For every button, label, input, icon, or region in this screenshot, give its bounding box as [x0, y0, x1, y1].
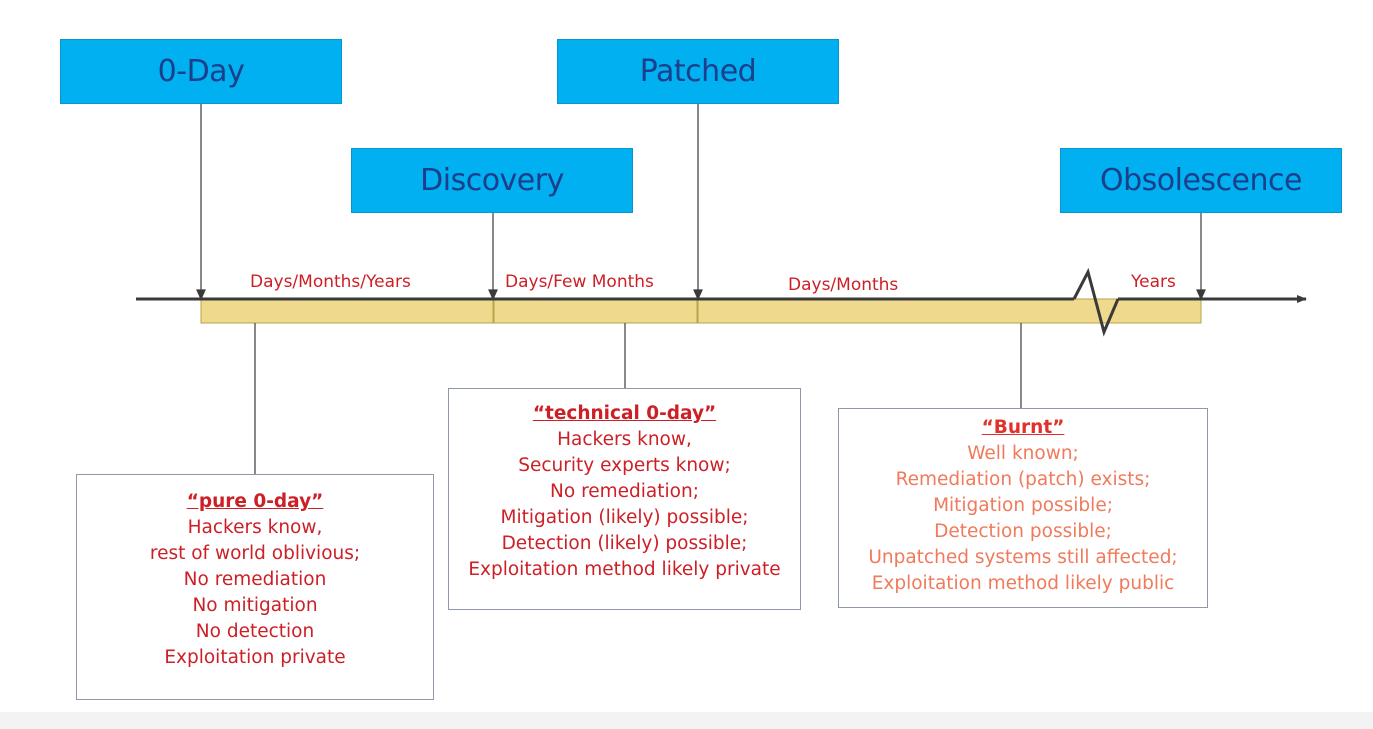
- phase-box-pure-0day: “pure 0-day” Hackers know, rest of world…: [76, 474, 434, 700]
- phase-line: Mitigation possible;: [933, 495, 1113, 516]
- milestone-obsolescence: Obsolescence: [1060, 148, 1342, 213]
- phase-line: No mitigation: [192, 595, 318, 616]
- time-break-zigzag: [1072, 267, 1120, 337]
- phase-line: Well known;: [967, 443, 1079, 464]
- phase-line: Exploitation method likely public: [871, 573, 1175, 594]
- phase-line: Unpatched systems still affected;: [868, 547, 1178, 568]
- phase-line: rest of world oblivious;: [149, 543, 361, 564]
- phase-title: “Burnt”: [981, 417, 1065, 438]
- phase-line: Hackers know,: [187, 517, 323, 538]
- band-burnt: [697, 298, 1202, 324]
- period-label-obsolete: Years: [1131, 272, 1176, 292]
- phase-box-technical-0day: “technical 0-day” Hackers know, Security…: [448, 388, 801, 610]
- milestone-zero-day: 0-Day: [60, 39, 342, 104]
- period-bands: [200, 298, 1202, 324]
- phase-line: Detection possible;: [934, 521, 1112, 542]
- phase-title: “pure 0-day”: [186, 491, 324, 512]
- phase-line: Mitigation (likely) possible;: [500, 507, 749, 528]
- period-label-burnt: Days/Months: [788, 275, 899, 295]
- phase-line: No detection: [195, 621, 315, 642]
- timeline-axis: [136, 267, 1307, 337]
- milestone-discovery: Discovery: [351, 148, 633, 213]
- band-pure-0day: [200, 298, 494, 324]
- phase-line: Hackers know,: [557, 429, 692, 450]
- period-label-technical: Days/Few Months: [505, 272, 654, 292]
- phase-connectors: [254, 323, 1022, 474]
- phase-line: Detection (likely) possible;: [501, 533, 748, 554]
- phase-line: Remediation (patch) exists;: [895, 469, 1151, 490]
- band-technical-0day: [493, 298, 698, 324]
- phase-line: Security experts know;: [518, 455, 731, 476]
- period-label-pure: Days/Months/Years: [250, 272, 411, 292]
- phase-line: No remediation: [183, 569, 327, 590]
- milestone-connectors: [196, 104, 1206, 301]
- phase-title: “technical 0-day”: [532, 403, 717, 424]
- phase-line: Exploitation method likely private: [468, 559, 781, 580]
- footer-shade: [0, 712, 1373, 729]
- phase-box-burnt: “Burnt” Well known; Remediation (patch) …: [838, 408, 1208, 608]
- phase-line: No remediation;: [550, 481, 699, 502]
- milestone-patched: Patched: [557, 39, 839, 104]
- phase-line: Exploitation private: [164, 647, 346, 668]
